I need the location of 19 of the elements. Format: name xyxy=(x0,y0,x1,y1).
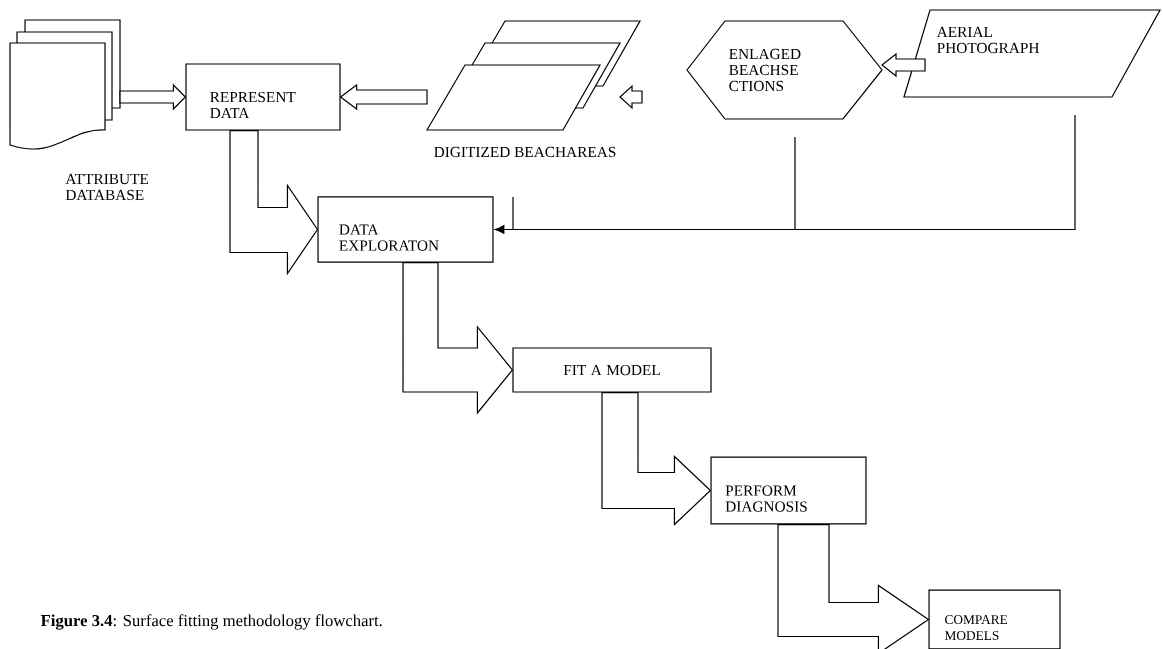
arrow xyxy=(495,114,1076,234)
process-box: COMPARE MODELS xyxy=(928,589,1061,649)
block-arrow xyxy=(339,83,428,111)
block-arrow xyxy=(619,84,643,110)
block-arrow xyxy=(881,52,926,78)
process-box: REPRESENT DATA xyxy=(185,63,341,131)
block-arrow xyxy=(402,262,514,415)
input-parallelogram: AERIAL PHOTOGRAPH xyxy=(903,9,1161,98)
caption: Figure 3.4: Surface fitting methodology flowchart. xyxy=(40,614,382,630)
document-stack: ATTRIBUTE DATABASE xyxy=(9,19,149,201)
block-arrow xyxy=(229,130,319,276)
block-arrow xyxy=(601,392,712,526)
process-box: DATA EXPLORATON xyxy=(317,196,494,263)
node-label: ATTRIBUTE DATABASE xyxy=(65,173,149,201)
block-arrow xyxy=(777,523,930,649)
node-label: DIGITIZED BEACHAREAS xyxy=(434,146,616,158)
process-box: FIT A MODEL xyxy=(512,347,712,393)
process-box: PERFORM DIAGNOSIS xyxy=(710,456,867,525)
block-arrow xyxy=(119,83,187,111)
